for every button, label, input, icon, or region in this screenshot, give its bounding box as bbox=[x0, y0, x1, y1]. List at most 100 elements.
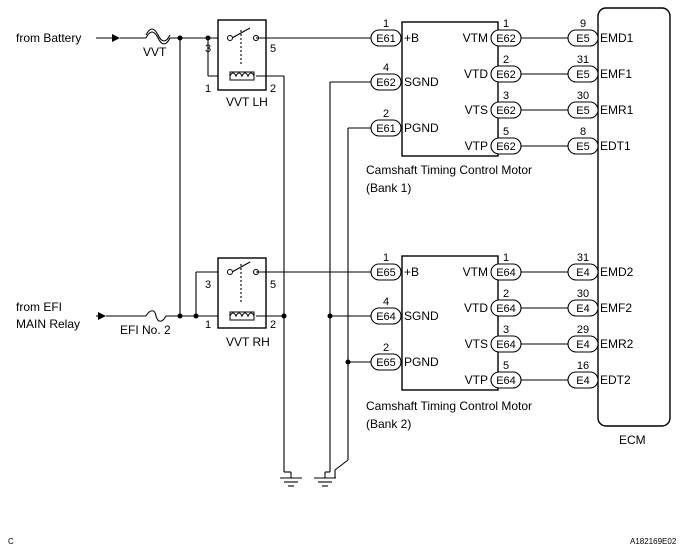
signal-name: VTD bbox=[464, 67, 488, 81]
signal-name: +B bbox=[404, 31, 419, 45]
pin-number: 3 bbox=[503, 90, 509, 102]
connector-pill bbox=[370, 73, 402, 91]
pin-number: 2 bbox=[503, 54, 509, 66]
relay-lh-label: VVT LH bbox=[226, 95, 268, 109]
connector-id: E65 bbox=[376, 357, 396, 369]
input-efi-label-line2: MAIN Relay bbox=[16, 317, 80, 331]
connector-id: E64 bbox=[496, 267, 516, 279]
signal-name: VTS bbox=[465, 103, 488, 117]
signal-name: EMD1 bbox=[600, 31, 634, 45]
fuse-vvt-label: VVT bbox=[143, 45, 167, 59]
connector-id: E62 bbox=[496, 69, 516, 81]
pin-number: 31 bbox=[577, 54, 589, 66]
connector-id: E5 bbox=[576, 33, 589, 45]
fuse-efi bbox=[145, 310, 167, 322]
pin-number: 1 bbox=[383, 18, 389, 30]
signal-name: VTP bbox=[465, 139, 488, 153]
relay-lh-pin: 5 bbox=[270, 43, 276, 55]
relay-rh-pin: 2 bbox=[270, 319, 276, 331]
connector-id: E61 bbox=[376, 123, 396, 135]
motor-bank1-box bbox=[401, 21, 499, 157]
connector-pill bbox=[567, 263, 599, 281]
signal-name: EMD2 bbox=[600, 265, 634, 279]
signal-name: VTM bbox=[463, 31, 488, 45]
signal-name: VTD bbox=[464, 301, 488, 315]
ecm-label: ECM bbox=[619, 433, 646, 447]
ground-symbol bbox=[314, 477, 336, 487]
relay-lh-pin: 2 bbox=[270, 83, 276, 95]
pin-number: 1 bbox=[503, 18, 509, 30]
connector-pill bbox=[567, 137, 599, 155]
connector-pill bbox=[567, 101, 599, 119]
pin-number: 16 bbox=[577, 360, 589, 372]
signal-name: VTS bbox=[465, 337, 488, 351]
signal-name: EMF1 bbox=[600, 67, 632, 81]
connector-id: E64 bbox=[496, 303, 516, 315]
connector-id: E65 bbox=[376, 267, 396, 279]
pin-number: 9 bbox=[580, 18, 586, 30]
pin-number: 1 bbox=[503, 252, 509, 264]
signal-name: PGND bbox=[404, 121, 439, 135]
signal-name: VTM bbox=[463, 265, 488, 279]
connector-id: E5 bbox=[576, 105, 589, 117]
input-battery-label: from Battery bbox=[16, 31, 81, 45]
connector-id: E64 bbox=[496, 375, 516, 387]
pin-number: 30 bbox=[577, 288, 589, 300]
connector-pill bbox=[370, 29, 402, 47]
signal-name: EMR1 bbox=[600, 103, 634, 117]
signal-name: EMF2 bbox=[600, 301, 632, 315]
relay-vvt-lh bbox=[217, 19, 267, 91]
connector-pill bbox=[567, 65, 599, 83]
relay-rh-label: VVT RH bbox=[226, 335, 270, 349]
connector-pill bbox=[567, 29, 599, 47]
signal-name: EMR2 bbox=[600, 337, 634, 351]
connector-pill bbox=[567, 335, 599, 353]
motor-bank2-label: Camshaft Timing Control Motor bbox=[366, 399, 532, 413]
connector-id: E64 bbox=[376, 311, 396, 323]
pin-number: 30 bbox=[577, 90, 589, 102]
signal-name: SGND bbox=[404, 309, 439, 323]
pin-number: 3 bbox=[503, 324, 509, 336]
relay-vvt-rh bbox=[217, 257, 267, 329]
fuse-vvt bbox=[145, 28, 171, 45]
ecm-box bbox=[597, 7, 671, 427]
motor-bank1-label: Camshaft Timing Control Motor bbox=[366, 163, 532, 177]
connector-id: E62 bbox=[376, 77, 396, 89]
connector-id: E5 bbox=[576, 69, 589, 81]
pin-number: 2 bbox=[503, 288, 509, 300]
connector-pill bbox=[370, 353, 402, 371]
ground-symbol bbox=[280, 477, 302, 487]
motor-bank2-sublabel: (Bank 2) bbox=[366, 417, 411, 431]
connector-id: E64 bbox=[496, 339, 516, 351]
connector-id: E62 bbox=[496, 105, 516, 117]
connector-pill bbox=[370, 119, 402, 137]
connector-pill bbox=[370, 307, 402, 325]
connector-id: E61 bbox=[376, 33, 396, 45]
input-efi-label-line1: from EFI bbox=[16, 300, 62, 314]
connector-id: E4 bbox=[576, 303, 589, 315]
connector-id: E4 bbox=[576, 375, 589, 387]
pin-number: 5 bbox=[503, 126, 509, 138]
relay-lh-pin: 3 bbox=[205, 43, 211, 55]
connector-id: E5 bbox=[576, 141, 589, 153]
fuse-efi-label: EFI No. 2 bbox=[120, 323, 171, 337]
pin-number: 31 bbox=[577, 252, 589, 264]
relay-rh-pin: 1 bbox=[205, 319, 211, 331]
motor-bank2-box bbox=[401, 255, 499, 391]
pin-number: 5 bbox=[503, 360, 509, 372]
motor-bank1-sublabel: (Bank 1) bbox=[366, 181, 411, 195]
connector-pill bbox=[567, 371, 599, 389]
signal-name: +B bbox=[404, 265, 419, 279]
signal-name: EDT1 bbox=[600, 139, 631, 153]
connector-id: E4 bbox=[576, 267, 589, 279]
pin-number: 2 bbox=[383, 108, 389, 120]
pin-number: 2 bbox=[383, 342, 389, 354]
pin-number: 1 bbox=[383, 252, 389, 264]
footer-left-code: C bbox=[8, 537, 14, 546]
signal-name: VTP bbox=[465, 373, 488, 387]
